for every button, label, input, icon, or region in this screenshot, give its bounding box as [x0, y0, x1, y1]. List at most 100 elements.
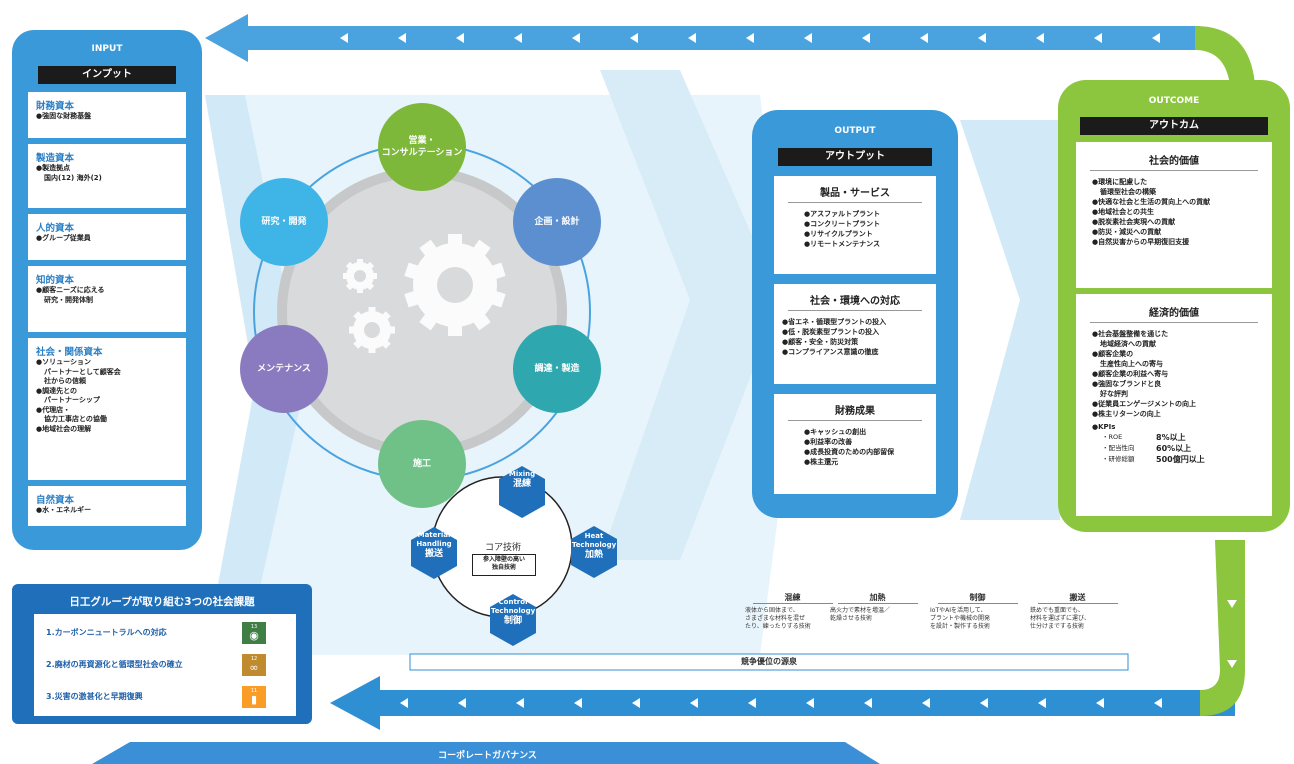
outcome-item: 循環型社会の構築 [1100, 188, 1156, 196]
chevron-3 [960, 120, 1070, 520]
arrow-triangle [1152, 33, 1160, 43]
input-card-line: ●ソリューション [36, 358, 91, 366]
output-section-title: 社会・環境への対応 [810, 296, 900, 307]
input-card-line: 研究・開発体制 [44, 295, 93, 304]
outcome-economic-card: 経済的価値 ●社会基盤整備を通じた地域経済への貢献●顧客企業の生産性向上への寄与… [1076, 294, 1272, 516]
output-item: ●省エネ・循環型プラントの投入 [782, 318, 887, 326]
output-item: ●顧客・安全・防災対策 [782, 338, 859, 346]
kpi-value: 500億円以上 [1156, 455, 1205, 464]
output-item: ●株主還元 [804, 458, 839, 466]
process-circle-1: 企画・設計 [513, 178, 601, 266]
input-card-line: 協力工事店との協働 [44, 415, 107, 423]
tech-head: 制御 [969, 593, 986, 602]
kpi-name: ・研修総額 [1102, 455, 1135, 463]
hex-label-jp: 加熱 [584, 550, 603, 560]
arrow-triangle [748, 698, 756, 708]
input-card: 人的資本●グループ従業員 [28, 214, 186, 260]
core-tech-subtitle: 参入障壁の高い 独自技術 [472, 554, 536, 576]
hex-handling [411, 527, 457, 579]
input-card-line: パートナーとして顧客会 [44, 367, 121, 376]
input-card-line: ●地域社会の理解 [36, 424, 92, 433]
outcome-item: 生産性向上への寄与 [1100, 360, 1163, 368]
top-arrow-head [205, 14, 248, 62]
input-card: 自然資本●水・エネルギー [28, 486, 186, 526]
outcome-social-title: 社会的価値 [1149, 156, 1199, 167]
output-item: ●アスファルトプラント [804, 210, 881, 218]
arrow-triangle [922, 698, 930, 708]
arrow-triangle [1227, 600, 1237, 608]
output-section-title: 製品・サービス [820, 188, 890, 199]
input-card-line: 社からの信頼 [44, 377, 86, 385]
arrow-triangle [1036, 33, 1044, 43]
kpi-label: ●KPIs [1092, 423, 1116, 431]
divider [788, 310, 922, 311]
chevron-2 [600, 70, 780, 560]
kpi-value: 8%以上 [1156, 433, 1186, 442]
arrow-triangle [456, 33, 464, 43]
kpi-row: ・ROE 8%以上 [1102, 432, 1272, 443]
input-cylinder: INPUT インプット 財務資本●強固な財務基盤製造資本●製造拠点国内(12) … [12, 30, 202, 550]
input-card-title: 製造資本 [36, 153, 75, 164]
tech-desc: 高火力で素材を増温／ 乾燥させる技術 [830, 607, 891, 622]
tech-head: 加熱 [869, 593, 886, 602]
arrow-triangles [340, 33, 1237, 708]
tech-rule [838, 603, 918, 604]
input-card-title: 知的資本 [36, 275, 75, 286]
arrow-triangle [862, 33, 870, 43]
arrow-triangle [1227, 660, 1237, 668]
output-item: ●コンクリートプラント [804, 220, 881, 228]
outcome-item: 好な評判 [1100, 390, 1128, 398]
output-item: ●リサイクルプラント [804, 230, 873, 238]
arrow-triangle [1038, 698, 1046, 708]
outcome-title-jp: アウトカム [1080, 117, 1268, 135]
arrow-triangle [574, 698, 582, 708]
governance-band [92, 742, 880, 764]
process-circle-5: 研究・開発 [240, 178, 328, 266]
tech-head: 混練 [784, 593, 801, 602]
arrow-triangle [978, 33, 986, 43]
arrow-triangle [632, 698, 640, 708]
output-item: ●コンプライアンス意識の徹底 [782, 348, 879, 356]
hex-heat [571, 526, 617, 578]
issue-row: 2.廃材の再資源化と循環型社会の確立 [40, 654, 250, 676]
divider [1090, 170, 1258, 171]
input-card-line: ●強固な財務基盤 [36, 112, 92, 120]
input-card: 製造資本●製造拠点国内(12) 海外(2) [28, 144, 186, 208]
outcome-item: ●顧客企業の利益へ寄与 [1092, 370, 1169, 378]
hex-label-jp: 制御 [503, 616, 522, 626]
outcome-item: ●自然災害からの早期復旧支援 [1092, 238, 1190, 246]
outcome-item: ●社会基盤整備を通じた [1092, 330, 1169, 338]
outcome-cylinder: OUTCOME アウトカム 社会的価値 ●環境に配慮した循環型社会の構築●快適な… [1058, 80, 1290, 532]
input-card-line: ●グループ従業員 [36, 234, 91, 242]
input-card-line: パートナーシップ [44, 396, 100, 404]
kpi-name: ・ROE [1102, 433, 1123, 441]
outcome-item: ●株主リターンの向上 [1092, 410, 1161, 418]
sdg-symbol: ◉ [249, 629, 259, 642]
issue-row: 3.災害の激甚化と早期復興 [40, 686, 250, 708]
input-card-line: 国内(12) 海外(2) [44, 173, 102, 182]
outcome-item: 地域経済への貢献 [1100, 340, 1156, 348]
process-circle-4: メンテナンス [240, 325, 328, 413]
outcome-item: ●顧客企業の [1092, 350, 1134, 358]
bottom-arrow [375, 690, 1235, 716]
kpi-row: ・研修総額 500億円以上 [1102, 454, 1272, 465]
output-section-0: 製品・サービス●アスファルトプラント●コンクリートプラント●リサイクルプラント●… [774, 176, 936, 274]
input-card: 財務資本●強固な財務基盤 [28, 92, 186, 138]
hex-label-jp: 搬送 [424, 549, 443, 559]
arrow-triangle [864, 698, 872, 708]
divider [788, 202, 922, 203]
tech-rule [938, 603, 1018, 604]
arrow-triangle [980, 698, 988, 708]
output-section-title: 財務成果 [835, 406, 875, 417]
kpi-name: ・配当性向 [1102, 444, 1135, 452]
top-arrow-curve [1195, 26, 1255, 85]
input-card-line: ●調達先との [36, 386, 78, 395]
outcome-item: ●従業員エンゲージメントの向上 [1092, 400, 1196, 408]
hex-label-en: Material Handling [416, 531, 452, 548]
outcome-item: ●強固なブランドと良 [1092, 380, 1162, 388]
arrow-triangle [920, 33, 928, 43]
